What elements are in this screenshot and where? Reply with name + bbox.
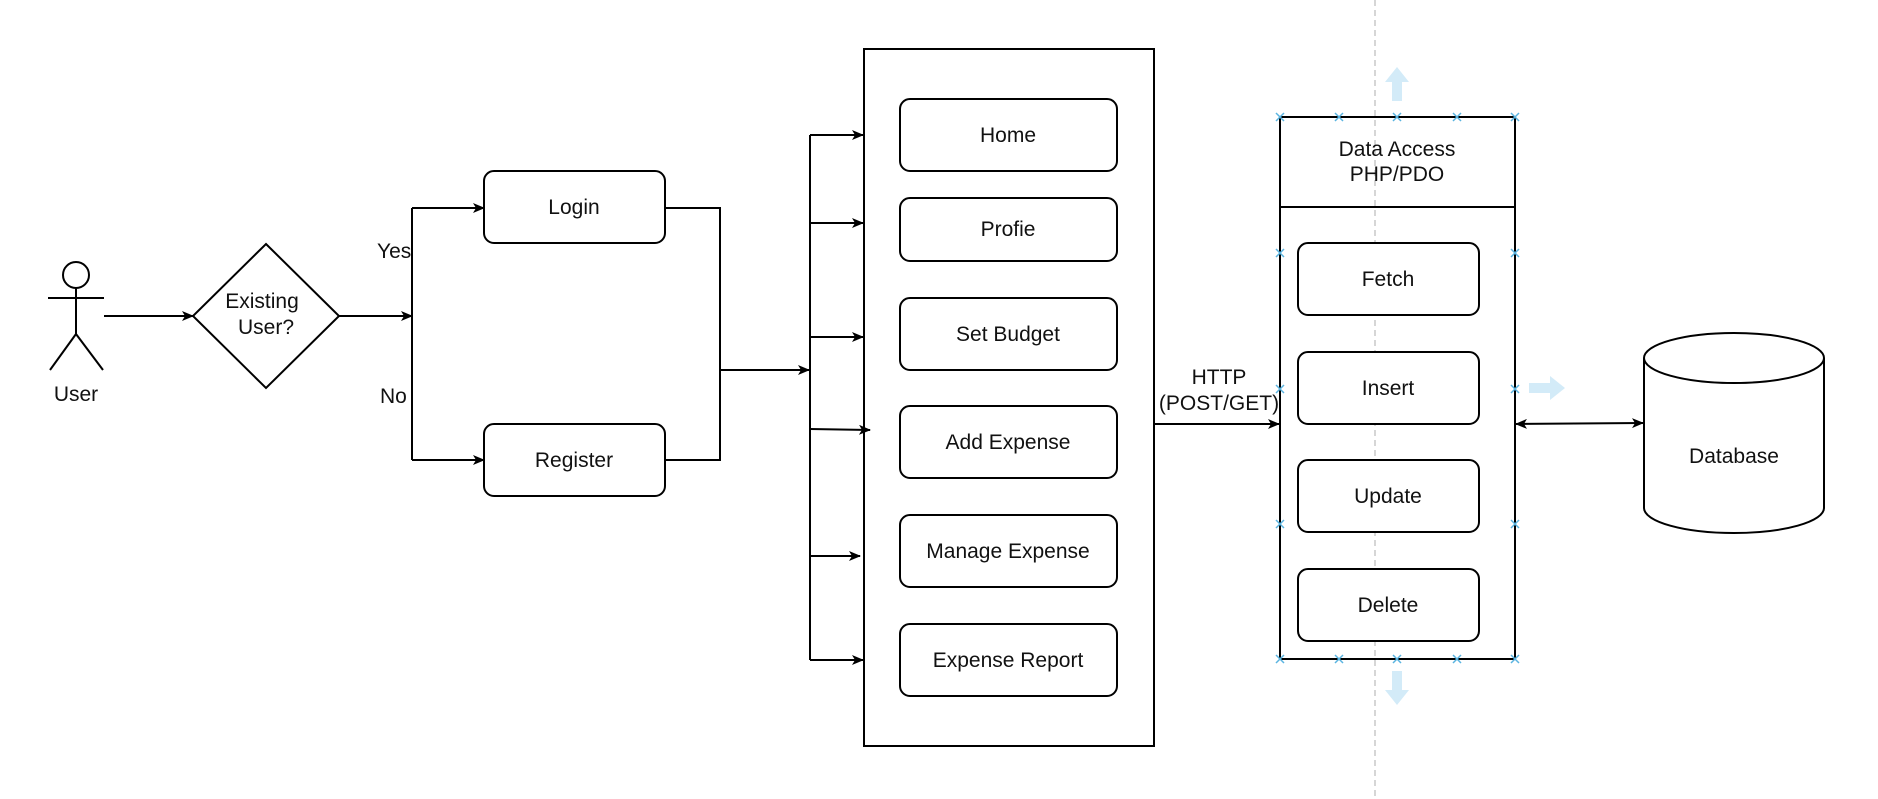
merge-connector (665, 207, 721, 461)
app-page-add-expense-label: Add Expense (946, 431, 1071, 454)
app-page-profile-label: Profie (981, 218, 1036, 241)
app-page-home-label: Home (980, 124, 1036, 147)
login-label: Login (548, 196, 599, 219)
connect-arrow-down-icon[interactable] (1385, 671, 1409, 705)
data-op-delete-label: Delete (1358, 594, 1419, 617)
register-label: Register (535, 449, 613, 472)
decision-label-line2: User? (238, 316, 294, 339)
app-pages-container[interactable] (863, 48, 1155, 747)
data-op-delete[interactable]: Delete (1297, 568, 1480, 642)
user-label: User (54, 383, 98, 406)
no-label: No (380, 385, 407, 408)
app-page-profile[interactable]: Profie (899, 197, 1118, 262)
yes-label: Yes (377, 240, 411, 263)
arrow-to-add-expense (809, 424, 871, 435)
data-op-fetch-label: Fetch (1362, 268, 1415, 291)
database-label: Database (1689, 445, 1779, 468)
data-op-fetch[interactable]: Fetch (1297, 242, 1480, 316)
app-page-home[interactable]: Home (899, 98, 1118, 172)
data-access-title-line1: Data Access (1339, 138, 1456, 161)
app-page-add-expense[interactable]: Add Expense (899, 405, 1118, 479)
app-page-manage-expense[interactable]: Manage Expense (899, 514, 1118, 588)
user-actor[interactable] (48, 261, 104, 371)
data-op-update[interactable]: Update (1297, 459, 1480, 533)
existing-user-decision[interactable] (191, 242, 341, 390)
app-page-expense-report-label: Expense Report (933, 649, 1084, 672)
data-access-title-line2: PHP/PDO (1350, 163, 1445, 186)
data-op-insert[interactable]: Insert (1297, 351, 1480, 425)
data-op-insert-label: Insert (1362, 377, 1415, 400)
connect-arrow-up-icon[interactable] (1385, 67, 1409, 101)
app-page-manage-expense-label: Manage Expense (926, 540, 1089, 563)
arrow-data-access-to-database (1515, 418, 1644, 429)
selection-handles[interactable] (1275, 112, 1520, 664)
app-page-set-budget-label: Set Budget (956, 323, 1060, 346)
app-page-set-budget[interactable]: Set Budget (899, 297, 1118, 371)
http-label-line2: (POST/GET) (1159, 392, 1279, 415)
decision-label-line1: Existing (225, 290, 299, 313)
data-op-update-label: Update (1354, 485, 1422, 508)
connect-arrow-right-icon[interactable] (1529, 376, 1565, 400)
app-page-expense-report[interactable]: Expense Report (899, 623, 1118, 697)
database-cylinder[interactable] (1643, 332, 1825, 534)
http-label-line1: HTTP (1192, 366, 1247, 389)
